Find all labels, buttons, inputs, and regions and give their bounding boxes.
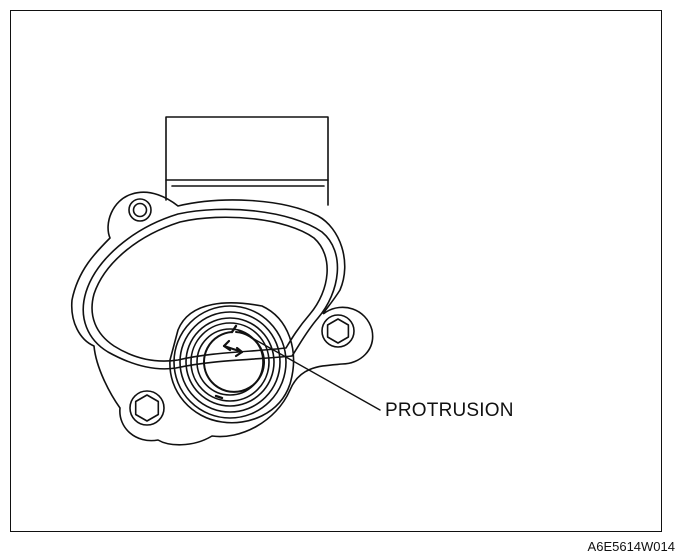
shaft-notch-marks: [214, 394, 224, 400]
shaft-end: [203, 324, 265, 393]
housing-outline: [70, 191, 374, 446]
bolt-lower-left: [129, 390, 165, 426]
bolt-right: [321, 314, 355, 348]
shaft-boss: [169, 302, 295, 424]
figure-code: A6E5614W014: [587, 539, 675, 554]
protrusion-arrow-icon: [222, 339, 244, 358]
figure-frame: [10, 10, 662, 532]
gasket-groove-inner: [91, 216, 328, 362]
gasket-groove-outer: [82, 208, 339, 370]
callout-label: PROTRUSION: [385, 400, 514, 421]
upper-block: [165, 116, 329, 206]
bolt-upper-left: [128, 198, 152, 222]
leader-line: [237, 329, 381, 411]
